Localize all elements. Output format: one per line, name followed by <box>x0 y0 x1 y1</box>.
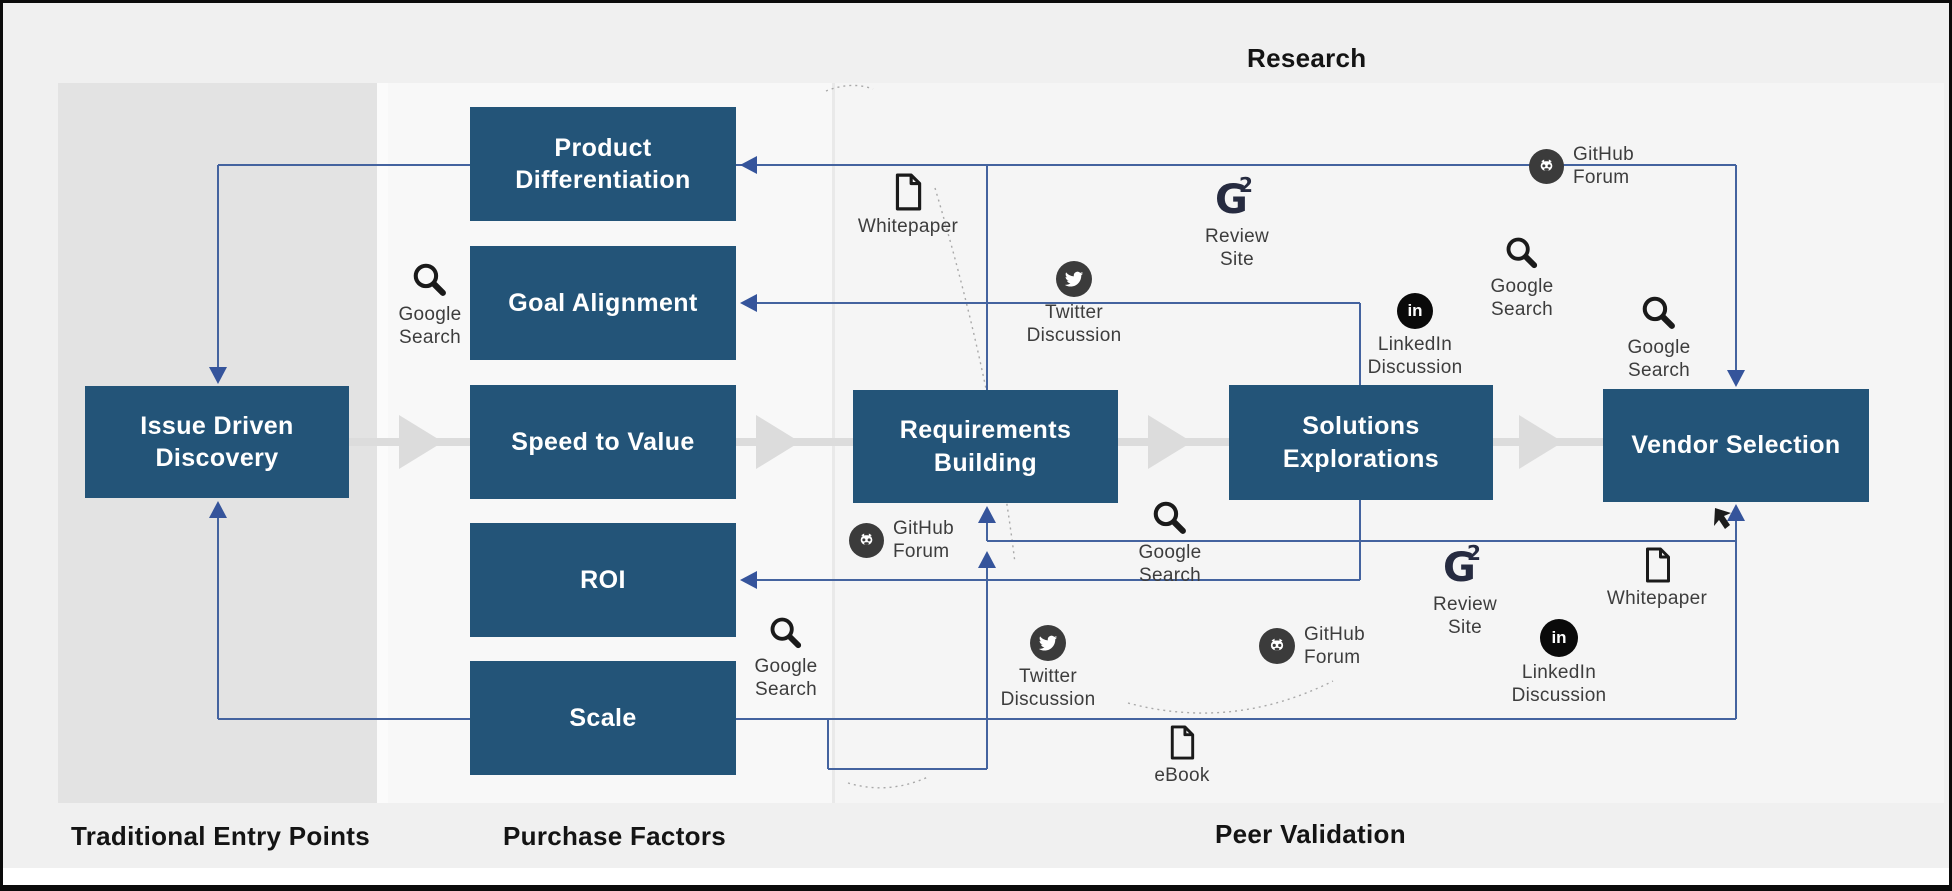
touchpoint-label: LinkedIn Discussion <box>1511 662 1607 707</box>
factor-goal-alignment: Goal Alignment <box>470 246 736 360</box>
document-icon <box>1645 547 1670 583</box>
touchpoint-linkedin-2: in LinkedIn Discussion <box>1511 619 1607 707</box>
twitter-icon <box>1056 261 1092 297</box>
touchpoint-label: Twitter Discussion <box>1026 302 1122 347</box>
touchpoint-google-search-3: Google Search <box>1623 294 1695 382</box>
touchpoint-google-search-2: Google Search <box>1487 235 1557 321</box>
stage-vendor-selection: Vendor Selection <box>1603 389 1869 502</box>
touchpoint-whitepaper-1: Whitepaper <box>857 173 959 238</box>
touchpoint-github-forum-3: GitHub Forum <box>1259 623 1382 669</box>
touchpoint-label: GitHub Forum <box>893 518 954 563</box>
touchpoint-google-search-5: Google Search <box>751 615 821 701</box>
touchpoint-ebook: eBook <box>1145 725 1219 787</box>
twitter-icon <box>1030 625 1066 661</box>
search-icon <box>1153 501 1186 534</box>
touchpoint-label: Google Search <box>1490 276 1554 321</box>
touchpoint-label: Review Site <box>1432 594 1498 639</box>
section-label-purchase-factors: Purchase Factors <box>503 821 727 851</box>
touchpoint-twitter-2: Twitter Discussion <box>1001 625 1095 711</box>
touchpoint-twitter-1: Twitter Discussion <box>1027 261 1121 347</box>
github-icon <box>849 522 884 558</box>
touchpoint-label: Google Search <box>1138 542 1202 587</box>
touchpoint-github-forum-1: GitHub Forum <box>1529 143 1653 189</box>
search-icon <box>770 617 802 649</box>
factor-product-differentiation: Product Differentiation <box>470 107 736 221</box>
document-icon <box>895 173 922 211</box>
factor-roi: ROI <box>470 523 736 637</box>
bottom-margin <box>3 868 1949 885</box>
stage-requirements-building: Requirements Building <box>853 390 1118 503</box>
stage-solutions-explorations: Solutions Explorations <box>1229 385 1493 500</box>
touchpoint-label: Google Search <box>1627 337 1691 382</box>
panel-divider <box>377 83 388 803</box>
touchpoint-github-forum-2: GitHub Forum <box>849 517 971 563</box>
search-icon <box>413 263 446 296</box>
touchpoint-label: Twitter Discussion <box>1000 666 1096 711</box>
touchpoint-linkedin-1: in LinkedIn Discussion <box>1367 293 1463 379</box>
touchpoint-google-search-4: Google Search <box>1133 499 1207 587</box>
touchpoint-label: Whitepaper <box>857 216 959 237</box>
linkedin-icon: in <box>1397 293 1433 329</box>
factor-speed-to-value: Speed to Value <box>470 385 736 499</box>
touchpoint-label: Google Search <box>398 304 462 349</box>
search-icon <box>1506 237 1538 269</box>
touchpoint-google-search-1: Google Search <box>395 261 465 349</box>
factor-scale: Scale <box>470 661 736 775</box>
github-icon <box>1259 628 1295 665</box>
touchpoint-label: GitHub Forum <box>1573 144 1634 189</box>
touchpoint-label: Google Search <box>754 656 818 701</box>
stage-issue-driven-discovery: Issue Driven Discovery <box>85 386 349 498</box>
touchpoint-label: LinkedIn Discussion <box>1367 334 1463 379</box>
touchpoint-label: GitHub Forum <box>1304 624 1365 669</box>
search-icon <box>1642 296 1675 329</box>
linkedin-icon: in <box>1540 619 1578 657</box>
section-label-peer-validation: Peer Validation <box>1215 819 1406 849</box>
document-icon <box>1170 725 1195 760</box>
touchpoint-whitepaper-2: Whitepaper <box>1606 547 1708 610</box>
touchpoint-label: Whitepaper <box>1606 588 1708 609</box>
github-icon <box>1529 148 1564 184</box>
research-title: Research <box>1247 43 1367 73</box>
touchpoint-label: Review Site <box>1204 226 1270 271</box>
touchpoint-label: eBook <box>1154 765 1210 786</box>
section-label-traditional-entry-points: Traditional Entry Points <box>71 821 371 851</box>
